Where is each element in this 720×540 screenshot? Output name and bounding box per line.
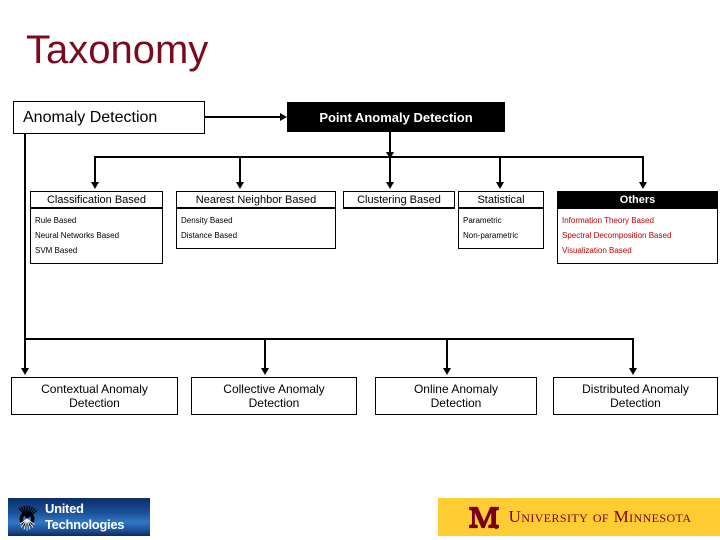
- arrow-drop-online: [443, 368, 451, 375]
- category-header-statistical: Statistical: [458, 191, 544, 209]
- list-item: Distance Based: [181, 231, 238, 240]
- category-items-nearest-neighbor-based: Density Based Distance Based: [176, 209, 336, 249]
- node-online-anomaly-detection-line1: Online Anomaly: [413, 382, 499, 396]
- node-distributed-anomaly-detection-line2: Detection: [610, 396, 661, 410]
- list-item: Parametric: [463, 216, 502, 225]
- node-contextual-anomaly-detection[interactable]: Contextual Anomaly Detection: [11, 377, 178, 415]
- arrow-drop-clustering: [386, 182, 394, 189]
- category-items-others: Information Theory Based Spectral Decomp…: [557, 209, 718, 264]
- category-card-classification-based[interactable]: Classification Based Rule Based Neural N…: [30, 191, 163, 264]
- connector-drop-distributed: [632, 338, 634, 370]
- node-collective-anomaly-detection-line1: Collective Anomaly: [223, 382, 325, 396]
- node-anomaly-detection[interactable]: Anomaly Detection: [13, 101, 205, 134]
- connector-drop-classification: [94, 156, 96, 184]
- node-collective-anomaly-detection[interactable]: Collective Anomaly Detection: [191, 377, 357, 415]
- list-item: SVM Based: [35, 246, 78, 255]
- university-of-minnesota-logo: University of Minnesota: [438, 498, 720, 536]
- list-item: Neural Networks Based: [35, 231, 120, 240]
- arrow-drop-others: [639, 182, 647, 189]
- connector-drop-online: [446, 338, 448, 370]
- category-header-clustering-based: Clustering Based: [343, 191, 455, 209]
- connector-category-bus: [94, 156, 644, 158]
- category-header-classification-based: Classification Based: [30, 191, 163, 209]
- connector-drop-others: [642, 156, 644, 184]
- arrow-drop-contextual: [21, 368, 29, 375]
- list-item: Visualization Based: [562, 246, 632, 255]
- block-m-icon: [468, 506, 499, 530]
- arrow-drop-nearest-neighbor: [236, 182, 244, 189]
- list-item: Rule Based: [35, 216, 77, 225]
- united-technologies-wordmark: United Technologies: [45, 501, 125, 533]
- arrow-drop-classification: [91, 182, 99, 189]
- connector-root-spine: [24, 134, 26, 370]
- connector-drop-nearest-neighbor: [239, 156, 241, 184]
- united-technologies-logo: United Technologies: [8, 498, 150, 536]
- node-contextual-anomaly-detection-line2: Detection: [69, 396, 120, 410]
- connector-root-to-point: [205, 116, 281, 118]
- connector-drop-statistical: [499, 156, 501, 184]
- united-technologies-line1: United: [45, 501, 84, 516]
- university-of-minnesota-wordmark: University of Minnesota: [508, 507, 692, 526]
- list-item: Spectral Decomposition Based: [562, 231, 672, 240]
- list-item: Density Based: [181, 216, 233, 225]
- arrow-point-down: [386, 152, 394, 159]
- node-distributed-anomaly-detection-line1: Distributed Anomaly: [582, 382, 689, 396]
- category-card-others[interactable]: Others Information Theory Based Spectral…: [557, 191, 718, 264]
- category-header-others: Others: [557, 191, 718, 209]
- category-header-nearest-neighbor-based: Nearest Neighbor Based: [176, 191, 336, 209]
- category-card-clustering-based[interactable]: Clustering Based: [343, 191, 455, 209]
- node-distributed-anomaly-detection[interactable]: Distributed Anomaly Detection: [553, 377, 718, 415]
- united-technologies-line2: Technologies: [45, 517, 125, 532]
- list-item: Non-parametric: [463, 231, 519, 240]
- arrow-drop-distributed: [629, 368, 637, 375]
- arrow-drop-collective: [261, 368, 269, 375]
- category-items-statistical: Parametric Non-parametric: [458, 209, 544, 249]
- node-online-anomaly-detection[interactable]: Online Anomaly Detection: [375, 377, 537, 415]
- connector-point-down: [389, 132, 391, 155]
- connector-drop-clustering: [389, 156, 391, 184]
- arrow-root-to-point: [280, 113, 287, 121]
- category-items-classification-based: Rule Based Neural Networks Based SVM Bas…: [30, 209, 163, 264]
- node-point-anomaly-detection-label: Point Anomaly Detection: [319, 109, 473, 125]
- node-online-anomaly-detection-line2: Detection: [430, 396, 482, 410]
- connector-leaf-bus: [24, 338, 634, 340]
- node-contextual-anomaly-detection-line1: Contextual Anomaly: [41, 382, 148, 396]
- category-card-nearest-neighbor-based[interactable]: Nearest Neighbor Based Density Based Dis…: [176, 191, 336, 249]
- connector-drop-collective: [264, 338, 266, 370]
- node-anomaly-detection-label: Anomaly Detection: [23, 108, 158, 126]
- sunburst-icon: [18, 505, 38, 531]
- node-collective-anomaly-detection-line2: Detection: [248, 396, 300, 410]
- page-title: Taxonomy: [26, 28, 209, 72]
- category-card-statistical[interactable]: Statistical Parametric Non-parametric: [458, 191, 544, 249]
- node-point-anomaly-detection[interactable]: Point Anomaly Detection: [287, 102, 505, 132]
- list-item: Information Theory Based: [562, 216, 654, 225]
- arrow-drop-statistical: [496, 182, 504, 189]
